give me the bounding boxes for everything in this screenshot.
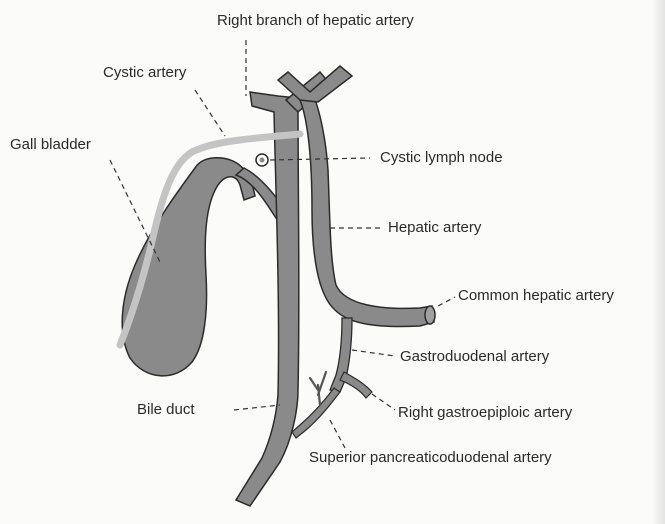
- hepatic-artery: [300, 92, 434, 327]
- label-right-branch-hepatic-artery: Right branch of hepatic artery: [217, 12, 414, 30]
- leader-superior-pancreaticoduodenal: [330, 420, 345, 448]
- label-cystic-artery: Cystic artery: [103, 64, 186, 82]
- label-cystic-lymph-node: Cystic lymph node: [380, 149, 503, 167]
- label-superior-pancreaticoduodenal-artery: Superior pancreaticoduodenal artery: [309, 449, 552, 467]
- label-gall-bladder: Gall bladder: [10, 136, 91, 154]
- label-bile-duct: Bile duct: [137, 401, 195, 419]
- label-common-hepatic-artery: Common hepatic artery: [458, 287, 614, 305]
- leader-right-gastroepiploic: [372, 394, 395, 410]
- leader-bile-duct: [234, 405, 280, 410]
- label-hepatic-artery: Hepatic artery: [388, 219, 481, 237]
- common-hepatic-artery-end: [425, 306, 435, 324]
- bile-duct: [236, 92, 299, 506]
- label-gastroduodenal-artery: Gastroduodenal artery: [400, 348, 549, 366]
- superior-pancreaticoduodenal-artery: [292, 388, 340, 438]
- page-edge-shadow: [651, 0, 665, 524]
- leader-common-hepatic: [438, 297, 455, 306]
- right-gastroepiploic-artery: [340, 372, 372, 398]
- leader-cystic-artery: [195, 90, 225, 136]
- label-right-gastroepiploic-artery: Right gastroepiploic artery: [398, 404, 572, 422]
- leader-gastroduodenal: [352, 350, 395, 356]
- cystic-lymph-node-core: [260, 158, 265, 163]
- small-arterial-branches: [310, 372, 326, 405]
